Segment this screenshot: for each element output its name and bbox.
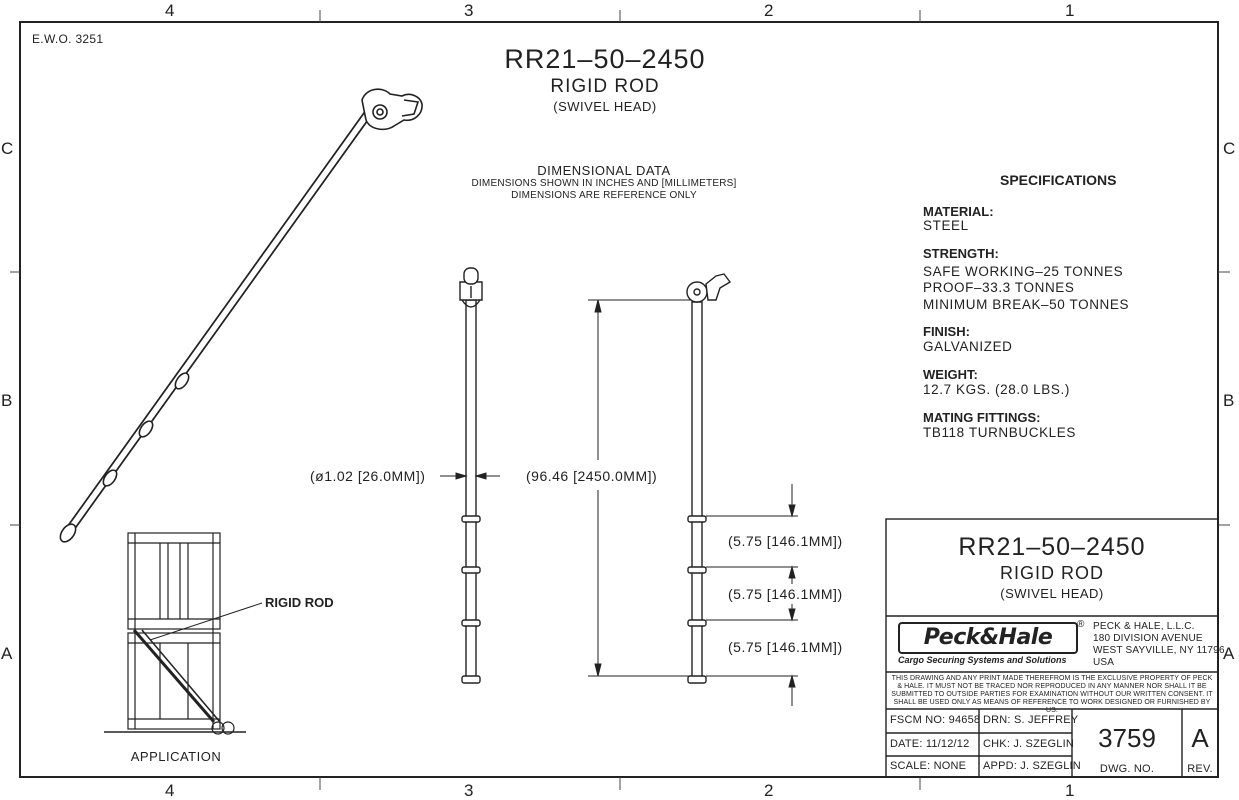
logo-registered-mark: ® <box>1077 619 1085 630</box>
application-caption: APPLICATION <box>130 749 222 764</box>
drawing-number-label: DWG. NO. <box>1099 763 1155 775</box>
title-block-frame <box>885 518 1219 778</box>
approved-by: APPD: J. SZEGLIN <box>983 760 1081 772</box>
drawing-number: 3759 <box>1098 723 1156 753</box>
zone-label-left-a: A <box>1 644 13 663</box>
zone-label-left-c: C <box>1 139 14 158</box>
zone-label-bottom-2: 2 <box>764 781 774 800</box>
drawing-name: RIGID ROD <box>550 76 660 97</box>
side-view-rod <box>686 273 732 684</box>
drawing-border <box>19 21 1219 778</box>
zone-label-right-a: A <box>1223 644 1235 663</box>
zone-label-top-1: 1 <box>1065 1 1075 20</box>
spacing-dimension-1: (5.75 [146.1MM]) <box>728 533 843 549</box>
zone-label-bottom-1: 1 <box>1065 781 1075 800</box>
dimensional-data-title: DIMENSIONAL DATA <box>537 163 671 178</box>
finish-value: GALVANIZED <box>923 339 1013 354</box>
strength-label: STRENGTH: <box>923 246 999 261</box>
drawing-date: DATE: 11/12/12 <box>890 738 970 750</box>
revision-label: REV. <box>1187 763 1213 775</box>
overall-length-dimension: (96.46 [2450.0MM]) <box>526 468 658 484</box>
mating-fittings-value: TB118 TURNBUCKLES <box>923 425 1076 440</box>
strength-value-2: PROOF–33.3 TONNES <box>923 280 1075 295</box>
isometric-rod <box>59 88 423 543</box>
title-block-subtitle: (SWIVEL HEAD) <box>1000 586 1104 601</box>
zone-label-top-4: 4 <box>165 1 175 20</box>
front-view-rod <box>459 267 483 684</box>
drawing-title: RR21–50–2450 <box>504 44 706 74</box>
drawing-subtitle: (SWIVEL HEAD) <box>553 99 657 114</box>
mating-fittings-label: MATING FITTINGS: <box>923 410 1041 425</box>
dimension-lines <box>440 299 798 706</box>
spacing-dimension-3: (5.75 [146.1MM]) <box>728 639 843 655</box>
zone-label-top-2: 2 <box>764 1 774 20</box>
application-container <box>104 532 263 735</box>
peck-hale-logo: Peck&Hale <box>898 622 1078 654</box>
revision: A <box>1191 723 1209 753</box>
proprietary-notice: THIS DRAWING AND ANY PRINT MADE THEREFRO… <box>891 675 1213 715</box>
specifications-title: SPECIFICATIONS <box>1000 172 1117 188</box>
weight-label: WEIGHT: <box>923 367 978 382</box>
dimensional-data-note-1: DIMENSIONS SHOWN IN INCHES AND [MILLIMET… <box>471 178 737 189</box>
drawn-by: DRN: S. JEFFREY <box>983 714 1079 726</box>
zone-label-right-b: B <box>1223 391 1235 410</box>
rigid-rod-callout: RIGID ROD <box>265 595 334 610</box>
company-line-3: WEST SAYVILLE, NY 11796 <box>1093 645 1225 656</box>
company-line-1: PECK & HALE, L.L.C. <box>1093 621 1195 632</box>
zone-label-top-3: 3 <box>464 1 474 20</box>
drawing-scale: SCALE: NONE <box>890 760 967 772</box>
spacing-dimension-2: (5.75 [146.1MM]) <box>728 586 843 602</box>
title-block-name: RIGID ROD <box>999 563 1104 583</box>
company-line-2: 180 DIVISION AVENUE <box>1093 633 1203 644</box>
zone-label-bottom-3: 3 <box>464 781 474 800</box>
weight-value: 12.7 KGS. (28.0 LBS.) <box>923 382 1070 397</box>
finish-label: FINISH: <box>923 324 970 339</box>
ewo-number: E.W.O. 3251 <box>32 32 104 46</box>
zone-label-bottom-4: 4 <box>165 781 175 800</box>
fscm-number: FSCM NO: 94658 <box>890 714 981 726</box>
zone-label-right-c: C <box>1223 139 1236 158</box>
logo-wordmark: Peck&Hale <box>923 625 1053 650</box>
material-label: MATERIAL: <box>923 204 994 219</box>
zone-label-left-b: B <box>1 391 13 410</box>
zone-ticks <box>10 10 1230 790</box>
diameter-dimension: (ø1.02 [26.0MM]) <box>310 468 426 484</box>
dimensional-data-note-2: DIMENSIONS ARE REFERENCE ONLY <box>511 190 697 201</box>
title-block-part-number: RR21–50–2450 <box>958 533 1146 561</box>
logo-tagline: Cargo Securing Systems and Solutions <box>898 655 1067 665</box>
strength-value-3: MINIMUM BREAK–50 TONNES <box>923 297 1130 312</box>
strength-value-1: SAFE WORKING–25 TONNES <box>923 264 1124 279</box>
material-value: STEEL <box>923 218 969 233</box>
company-line-4: USA <box>1093 657 1115 668</box>
checked-by: CHK: J. SZEGLIN <box>983 738 1075 750</box>
